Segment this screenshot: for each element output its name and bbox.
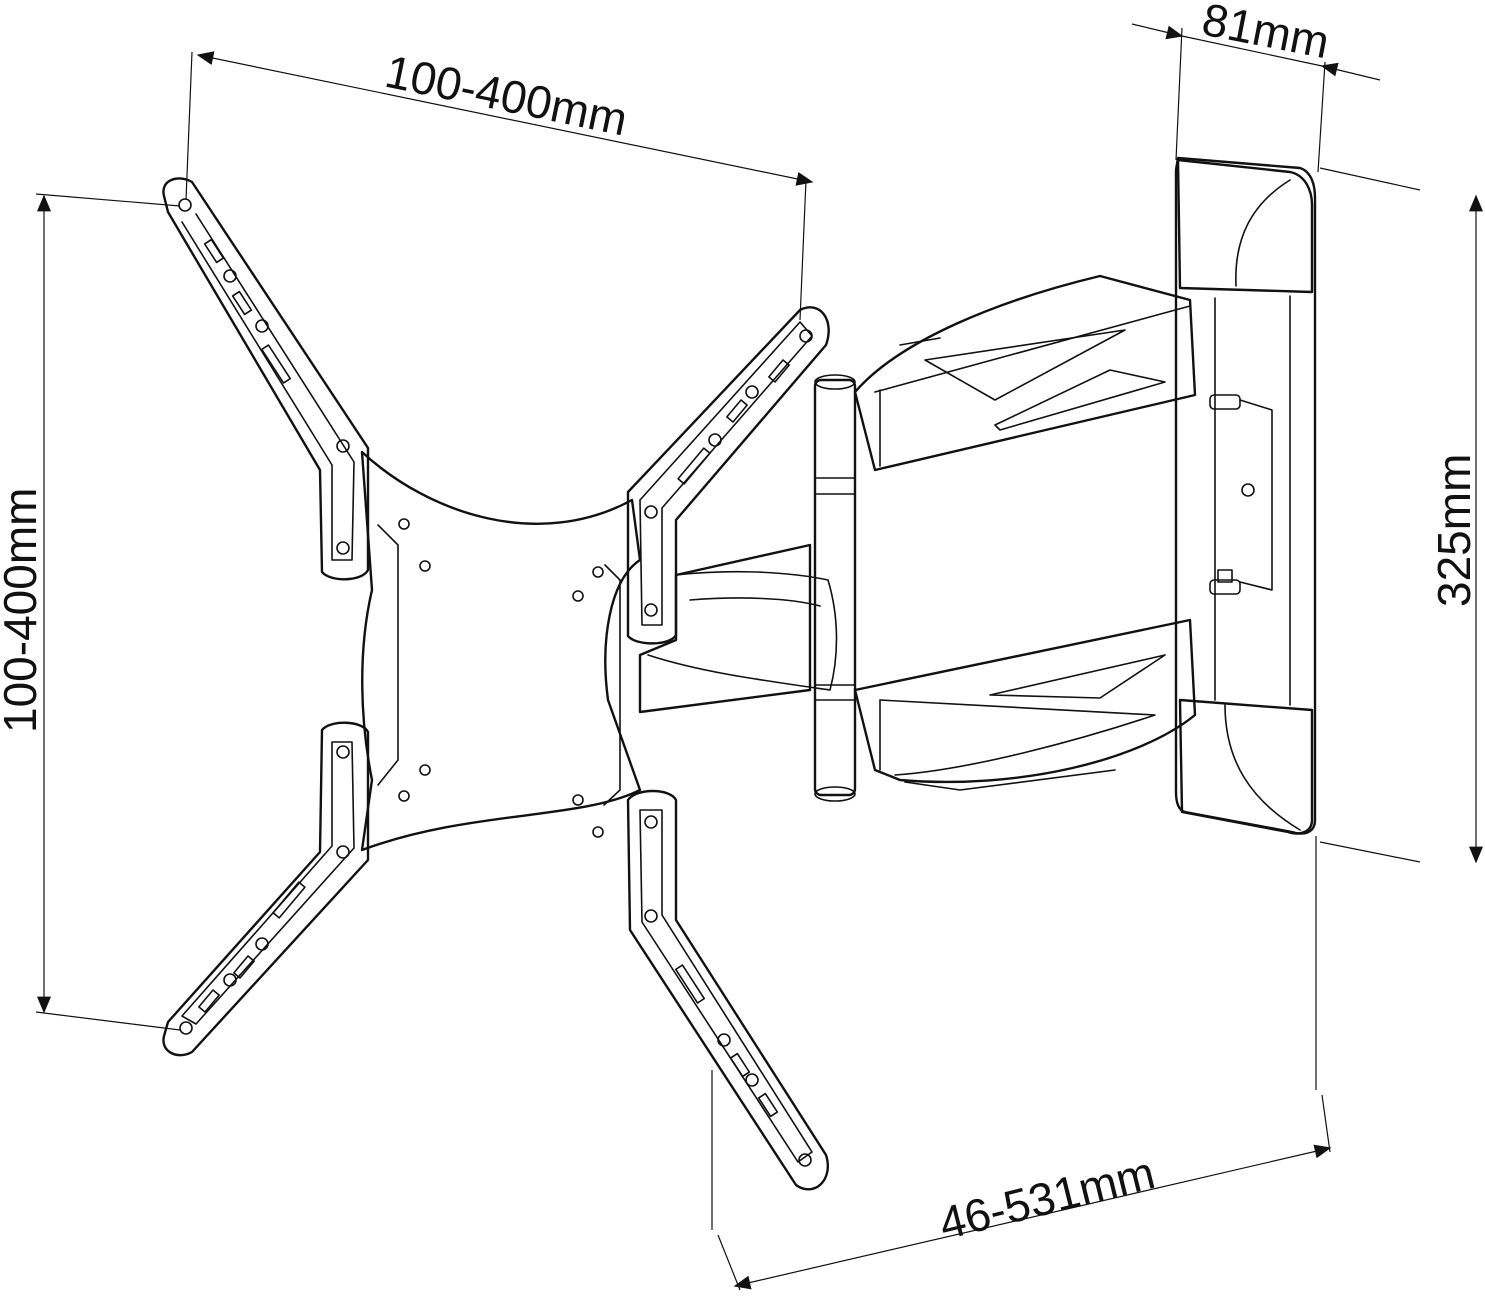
bracket-arm-upper-left	[162, 177, 370, 581]
wall-plate-hole	[1241, 483, 1255, 497]
articulating-arm	[638, 274, 1197, 802]
dimension-wall-plate-height: 325mm	[1319, 167, 1483, 864]
inner-arm	[638, 543, 812, 714]
vesa-plate-holes	[398, 518, 604, 838]
wall-plate	[1174, 156, 1317, 835]
bracket-arm-lower-left	[162, 721, 370, 1057]
vesa-center-plate	[360, 450, 642, 852]
label-wall-plate-height: 325mm	[1428, 454, 1480, 607]
vesa-mounting-plate	[162, 177, 830, 1191]
dimension-vesa-width: 100-400mm	[185, 45, 814, 321]
hinge-post	[813, 374, 857, 802]
dimension-wall-plate-depth: 81mm	[1131, 0, 1381, 173]
upper-arm	[853, 274, 1197, 472]
dimension-extension-range: 46-531mm	[711, 836, 1332, 1291]
bracket-arm-lower-right	[626, 789, 829, 1191]
label-vesa-width: 100-400mm	[381, 45, 632, 146]
label-vesa-height: 100-400mm	[0, 488, 46, 733]
label-wall-plate-depth: 81mm	[1198, 0, 1333, 68]
bracket-arm-upper-right	[626, 306, 830, 645]
lower-arm	[853, 618, 1197, 791]
label-extension-range: 46-531mm	[934, 1146, 1160, 1250]
dimension-vesa-height: 100-400mm	[0, 193, 181, 1031]
